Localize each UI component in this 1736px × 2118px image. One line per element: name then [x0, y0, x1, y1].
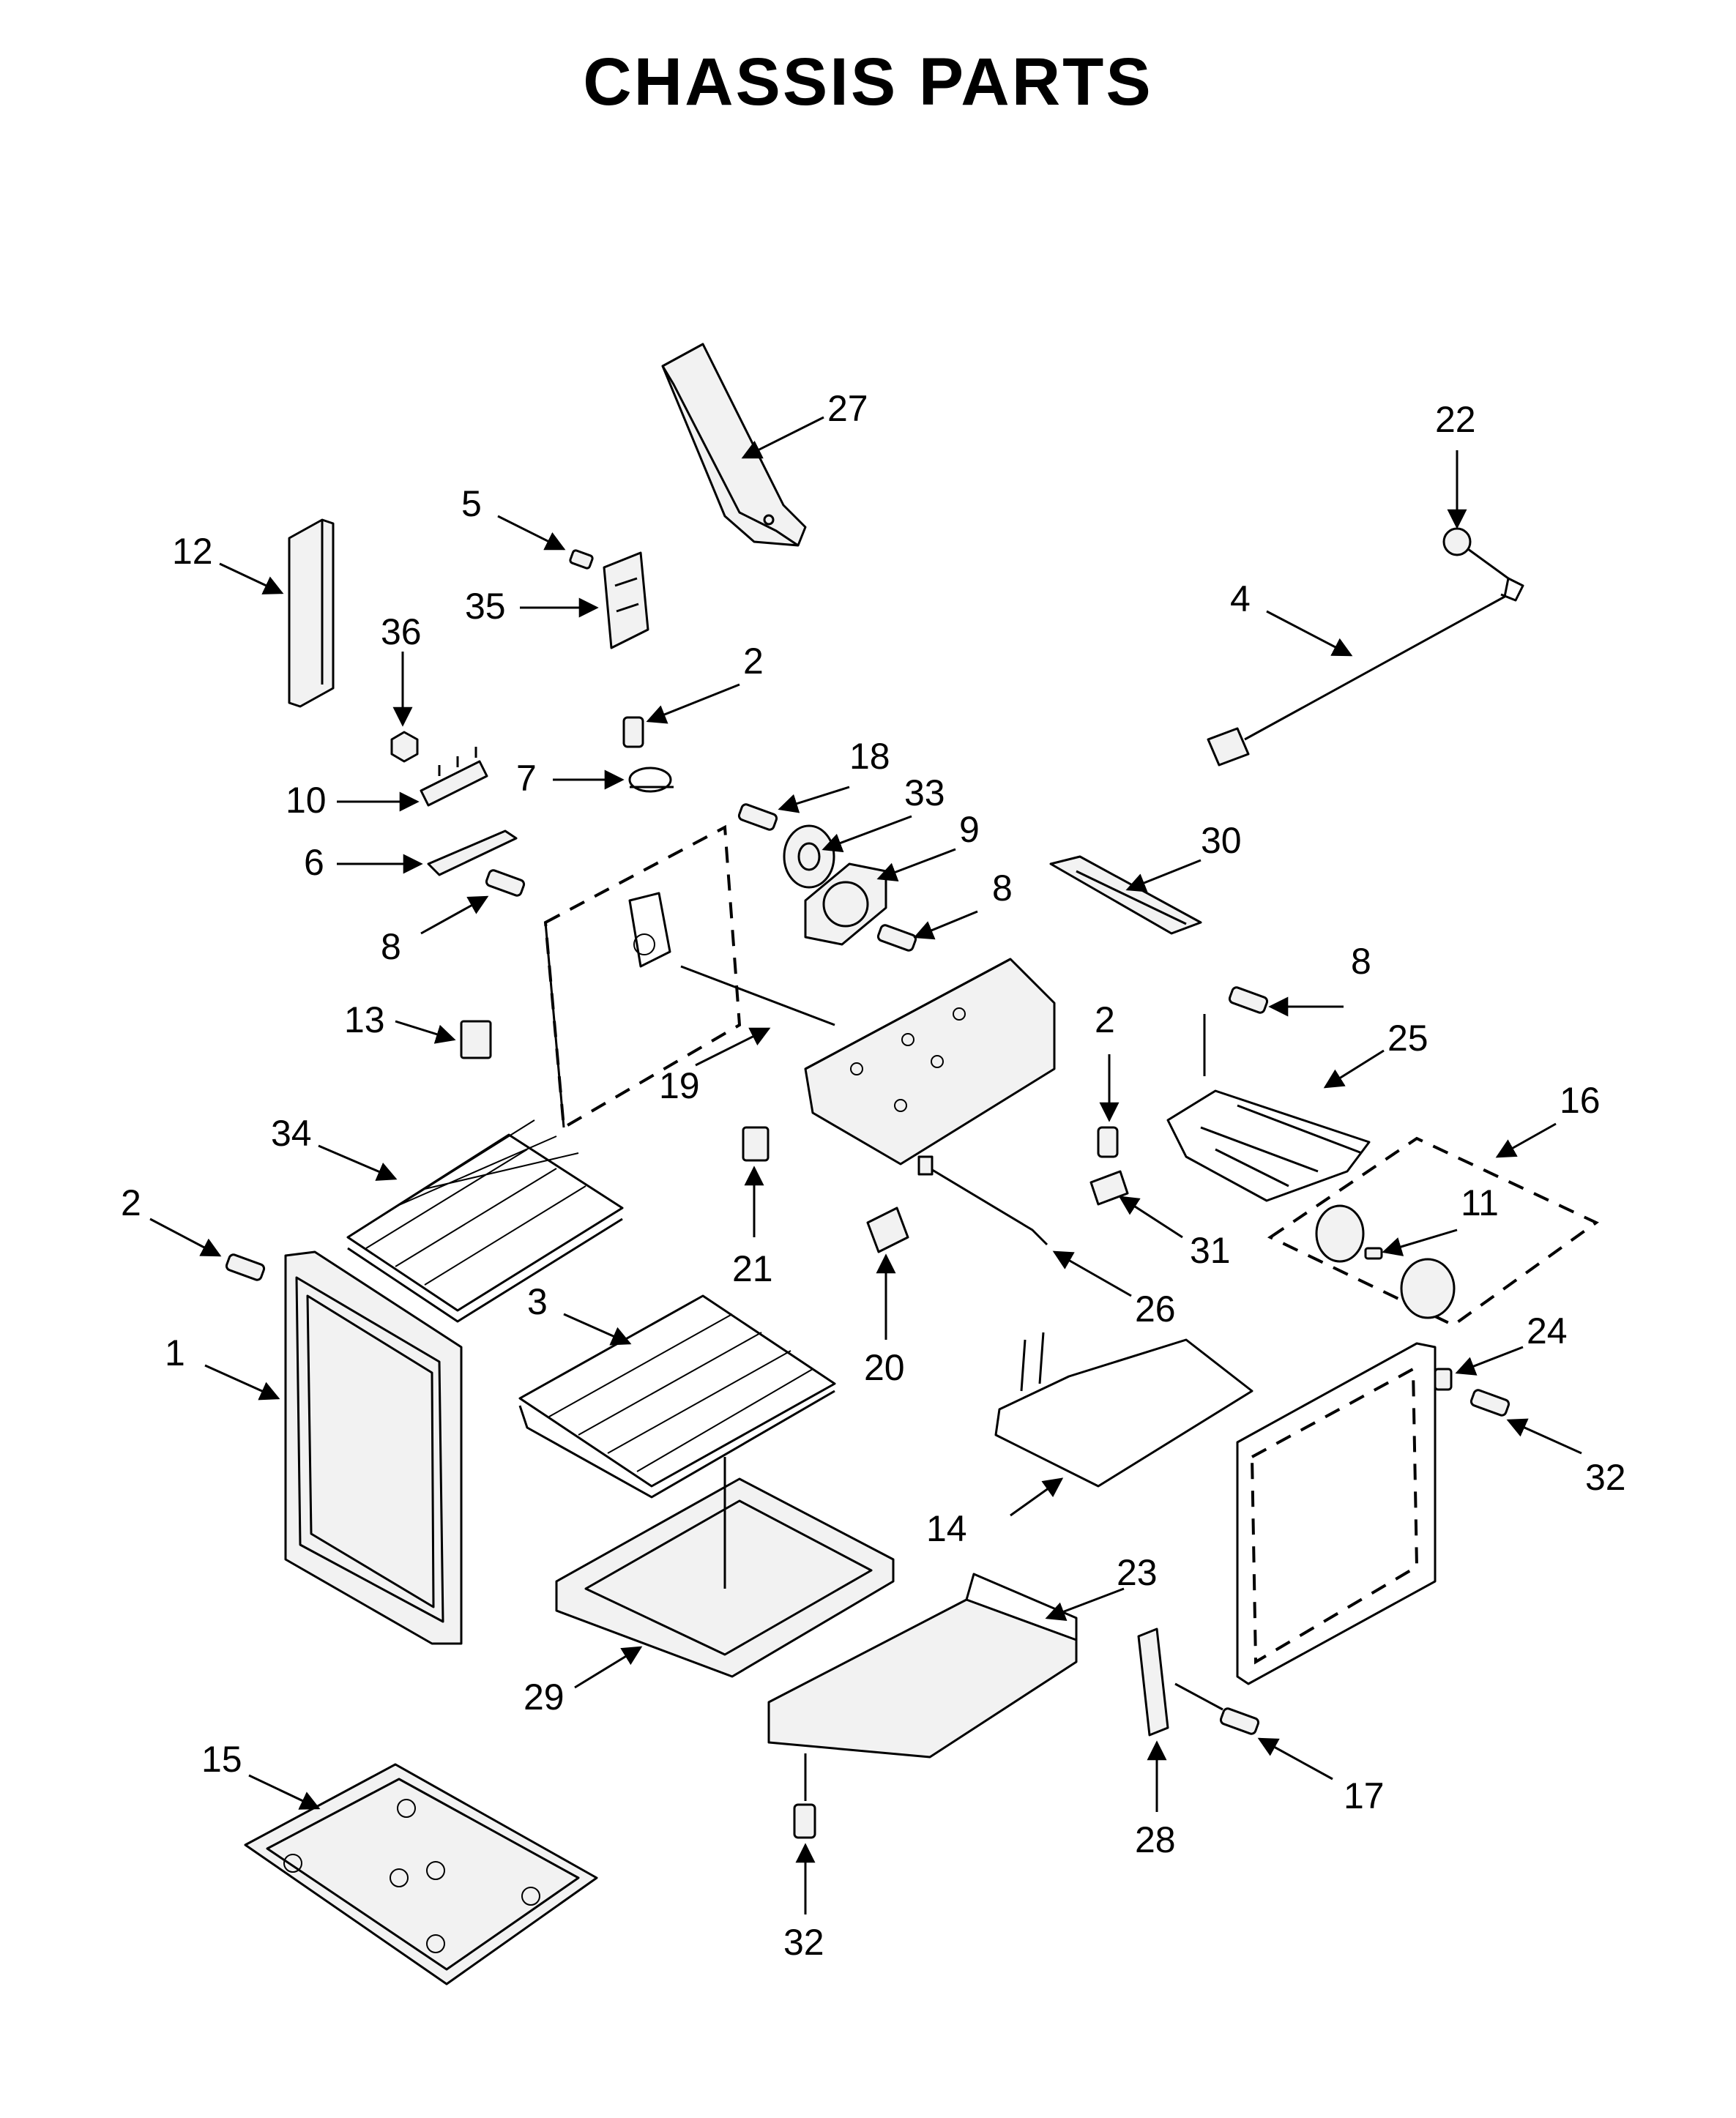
part-2-screw-right	[1097, 1126, 1119, 1158]
callout-7: 7	[516, 758, 537, 799]
part-2-screw-top	[622, 716, 644, 748]
callout-23: 23	[1117, 1552, 1158, 1593]
callout-32-right: 32	[1585, 1457, 1626, 1498]
part-29-drawer-liner	[555, 1457, 895, 1678]
part-32-screw-right	[1469, 1389, 1510, 1417]
callout-21: 21	[732, 1248, 773, 1289]
part-26-temperature-sensor	[917, 1155, 1048, 1246]
callout-27: 27	[827, 388, 868, 429]
callout-5: 5	[461, 483, 482, 524]
part-7-bracket	[628, 767, 674, 793]
callout-labels: 27 22 5 12 35 36 4 2 18 7 33 10 9 30 6 8…	[121, 388, 1626, 1963]
part-19-oven-cavity	[543, 824, 1056, 1166]
part-27-bracket	[661, 343, 807, 547]
callout-3: 3	[527, 1281, 548, 1322]
callout-33: 33	[904, 772, 945, 813]
part-36-nut	[390, 731, 419, 763]
callout-6: 6	[304, 842, 324, 883]
callout-32-bottom: 32	[783, 1922, 824, 1963]
callout-9: 9	[959, 809, 980, 850]
part-20-thermostat	[866, 1207, 909, 1253]
callout-18: 18	[849, 736, 890, 777]
part-4-power-cord	[1207, 548, 1524, 767]
part-31-bracket	[1089, 1170, 1129, 1206]
callout-4: 4	[1230, 578, 1251, 619]
callout-29: 29	[524, 1677, 565, 1718]
part-6-bracket	[427, 829, 518, 876]
callout-28: 28	[1135, 1819, 1176, 1860]
part-35-clip	[603, 551, 649, 649]
callout-34: 34	[271, 1113, 312, 1154]
part-23-storage-drawer	[767, 1573, 1078, 1759]
callout-2-top: 2	[743, 641, 764, 682]
part-15-bottom-panel	[244, 1763, 598, 1985]
callout-13: 13	[344, 999, 385, 1040]
leader-lines	[149, 416, 1582, 1914]
callout-16: 16	[1560, 1080, 1601, 1121]
part-22-strain-relief	[1442, 527, 1472, 556]
part-1-oven-door	[284, 1250, 463, 1645]
part-14-broil-element	[994, 1332, 1253, 1488]
callout-15: 15	[201, 1739, 242, 1780]
part-24-screw	[1434, 1368, 1453, 1391]
callout-12: 12	[172, 531, 213, 572]
callout-17: 17	[1344, 1775, 1385, 1816]
part-21-leveling-foot	[742, 1126, 770, 1162]
callout-8-right: 8	[1351, 941, 1371, 982]
callout-2-left: 2	[121, 1182, 141, 1223]
part-28-switch	[1137, 1627, 1169, 1737]
part-33-fan	[783, 824, 835, 889]
part-9-fan-motor	[804, 862, 887, 946]
callout-22: 22	[1435, 399, 1476, 440]
callout-19: 19	[659, 1065, 700, 1106]
part-2-screw-left	[225, 1253, 266, 1281]
callout-2-right: 2	[1095, 999, 1115, 1040]
callout-14: 14	[926, 1508, 967, 1549]
part-18-pin	[737, 803, 778, 831]
part-13-clip	[460, 1020, 492, 1059]
part-34-oven-rack	[346, 1119, 624, 1323]
right-side-panel	[1236, 1342, 1437, 1685]
part-30-bracket	[1049, 855, 1202, 935]
callout-35: 35	[465, 586, 506, 627]
callout-10: 10	[286, 780, 327, 821]
part-8-screw-left	[485, 869, 526, 897]
part-12-side-bracket	[288, 518, 335, 708]
callout-24: 24	[1527, 1310, 1568, 1351]
page-title: CHASSIS PARTS	[583, 45, 1153, 119]
part-8-screw-mid	[876, 924, 917, 952]
callout-20: 20	[864, 1347, 905, 1388]
part-32-screw-bottom	[793, 1803, 816, 1839]
callout-30: 30	[1201, 820, 1242, 861]
callout-1: 1	[165, 1332, 185, 1373]
part-8-screw-right	[1228, 986, 1269, 1014]
part-25-bake-element	[1166, 1014, 1371, 1202]
part-3-oven-rack	[518, 1294, 836, 1499]
callout-25: 25	[1387, 1018, 1428, 1059]
callout-8-mid: 8	[992, 868, 1013, 909]
callout-36: 36	[381, 611, 422, 652]
part-5-screw	[569, 549, 594, 570]
part-16-light-assembly	[1267, 1136, 1599, 1327]
callout-11: 11	[1461, 1182, 1499, 1223]
part-17-screw	[1219, 1707, 1260, 1735]
callout-26: 26	[1135, 1289, 1176, 1330]
part-10-bracket	[420, 747, 488, 807]
callout-31: 31	[1190, 1230, 1231, 1271]
callout-8-left: 8	[381, 926, 401, 967]
